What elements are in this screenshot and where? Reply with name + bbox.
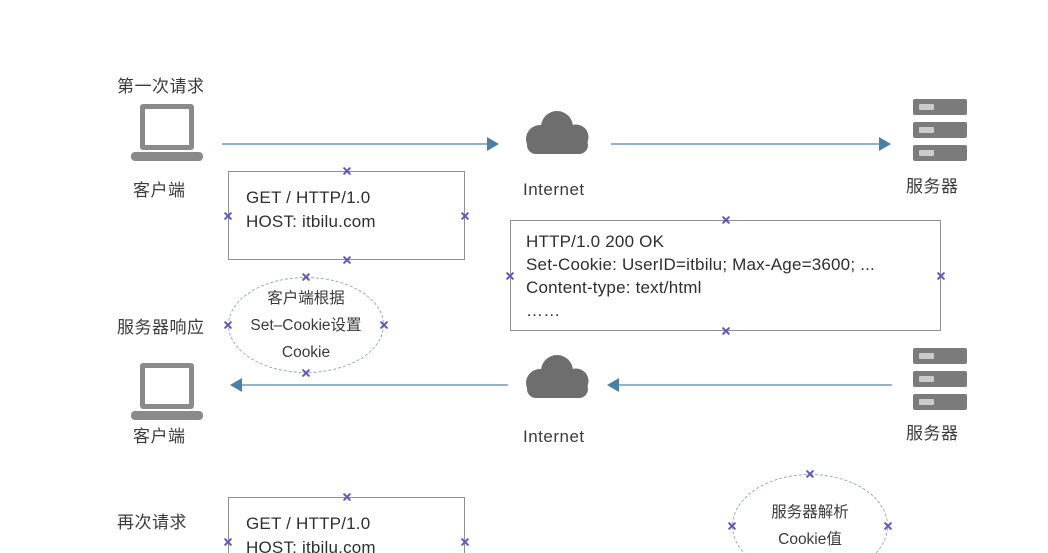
server-rack-icon [913, 348, 967, 410]
arrow-head-icon [230, 378, 242, 392]
response-arrow-server-to-internet [607, 378, 892, 392]
response-arrow-internet-to-client [230, 378, 508, 392]
server-bar [913, 348, 967, 364]
response-line: …… [526, 301, 561, 320]
response-line: Set-Cookie: UserID=itbilu; Max-Age=3600;… [526, 255, 875, 274]
arrow-head-icon [607, 378, 619, 392]
internet-top-label: Internet [523, 180, 585, 199]
laptop-screen [140, 363, 194, 409]
request-line: GET / HTTP/1.0 [246, 188, 371, 207]
request-arrow-client-to-internet [222, 137, 499, 151]
server-slot [919, 127, 934, 133]
response-line: Content-type: text/html [526, 278, 702, 297]
server-bar [913, 371, 967, 387]
server-slot [919, 353, 934, 359]
client-top-label: 客户端 [133, 181, 186, 200]
client-mid-label: 客户端 [133, 427, 186, 446]
laptop-base [131, 152, 203, 161]
note-line: Cookie [281, 343, 331, 361]
internet-mid-label: Internet [523, 427, 585, 446]
request2-message-box: GET / HTTP/1.0 HOST: itbilu.com [228, 497, 465, 553]
server-slot [919, 104, 934, 110]
connector-handle-icon [342, 255, 352, 265]
client-laptop-icon [131, 104, 203, 161]
connector-handle-icon [721, 326, 731, 336]
internet-cloud-icon [526, 355, 589, 398]
connector-handle-icon [301, 272, 311, 282]
note-line: 客户端根据 [267, 289, 345, 307]
arrow-shaft [618, 384, 892, 386]
server-rack-icon [913, 99, 967, 161]
connector-handle-icon [805, 469, 815, 479]
server-slot [919, 150, 934, 156]
server-slot [919, 376, 934, 382]
connector-handle-icon [883, 521, 893, 531]
connector-handle-icon [379, 320, 389, 330]
connector-handle-icon [223, 320, 233, 330]
server-bar [913, 145, 967, 161]
client-laptop-icon [131, 363, 203, 420]
request-line: HOST: itbilu.com [246, 538, 376, 553]
arrow-head-icon [487, 137, 499, 151]
server-parse-cookie-note: 服务器解析 Cookie值 [732, 474, 888, 553]
arrow-shaft [241, 384, 508, 386]
request-line: HOST: itbilu.com [246, 212, 376, 231]
arrow-shaft [611, 143, 880, 145]
response-message-box: HTTP/1.0 200 OK Set-Cookie: UserID=itbil… [510, 220, 941, 331]
server-bar [913, 122, 967, 138]
connector-handle-icon [727, 521, 737, 531]
note-line: Cookie值 [778, 531, 842, 548]
request-arrow-internet-to-server [611, 137, 891, 151]
laptop-screen [140, 104, 194, 150]
request-line: GET / HTTP/1.0 [246, 514, 371, 533]
request1-message-box: GET / HTTP/1.0 HOST: itbilu.com [228, 171, 465, 260]
arrow-head-icon [879, 137, 891, 151]
server-mid-label: 服务器 [906, 424, 959, 443]
server-bar [913, 394, 967, 410]
server-top-label: 服务器 [906, 177, 959, 196]
second-request-label: 再次请求 [117, 513, 187, 532]
server-response-label: 服务器响应 [117, 318, 205, 337]
server-slot [919, 399, 934, 405]
arrow-shaft [222, 143, 488, 145]
response-line: HTTP/1.0 200 OK [526, 232, 665, 251]
laptop-base [131, 411, 203, 420]
server-bar [913, 99, 967, 115]
first-request-label: 第一次请求 [117, 77, 205, 96]
connector-handle-icon [301, 368, 311, 378]
client-set-cookie-note: 客户端根据 Set–Cookie设置 Cookie [228, 277, 384, 373]
note-line: Set–Cookie设置 [250, 316, 362, 334]
note-line: 服务器解析 [771, 504, 849, 521]
internet-cloud-icon [526, 111, 589, 154]
